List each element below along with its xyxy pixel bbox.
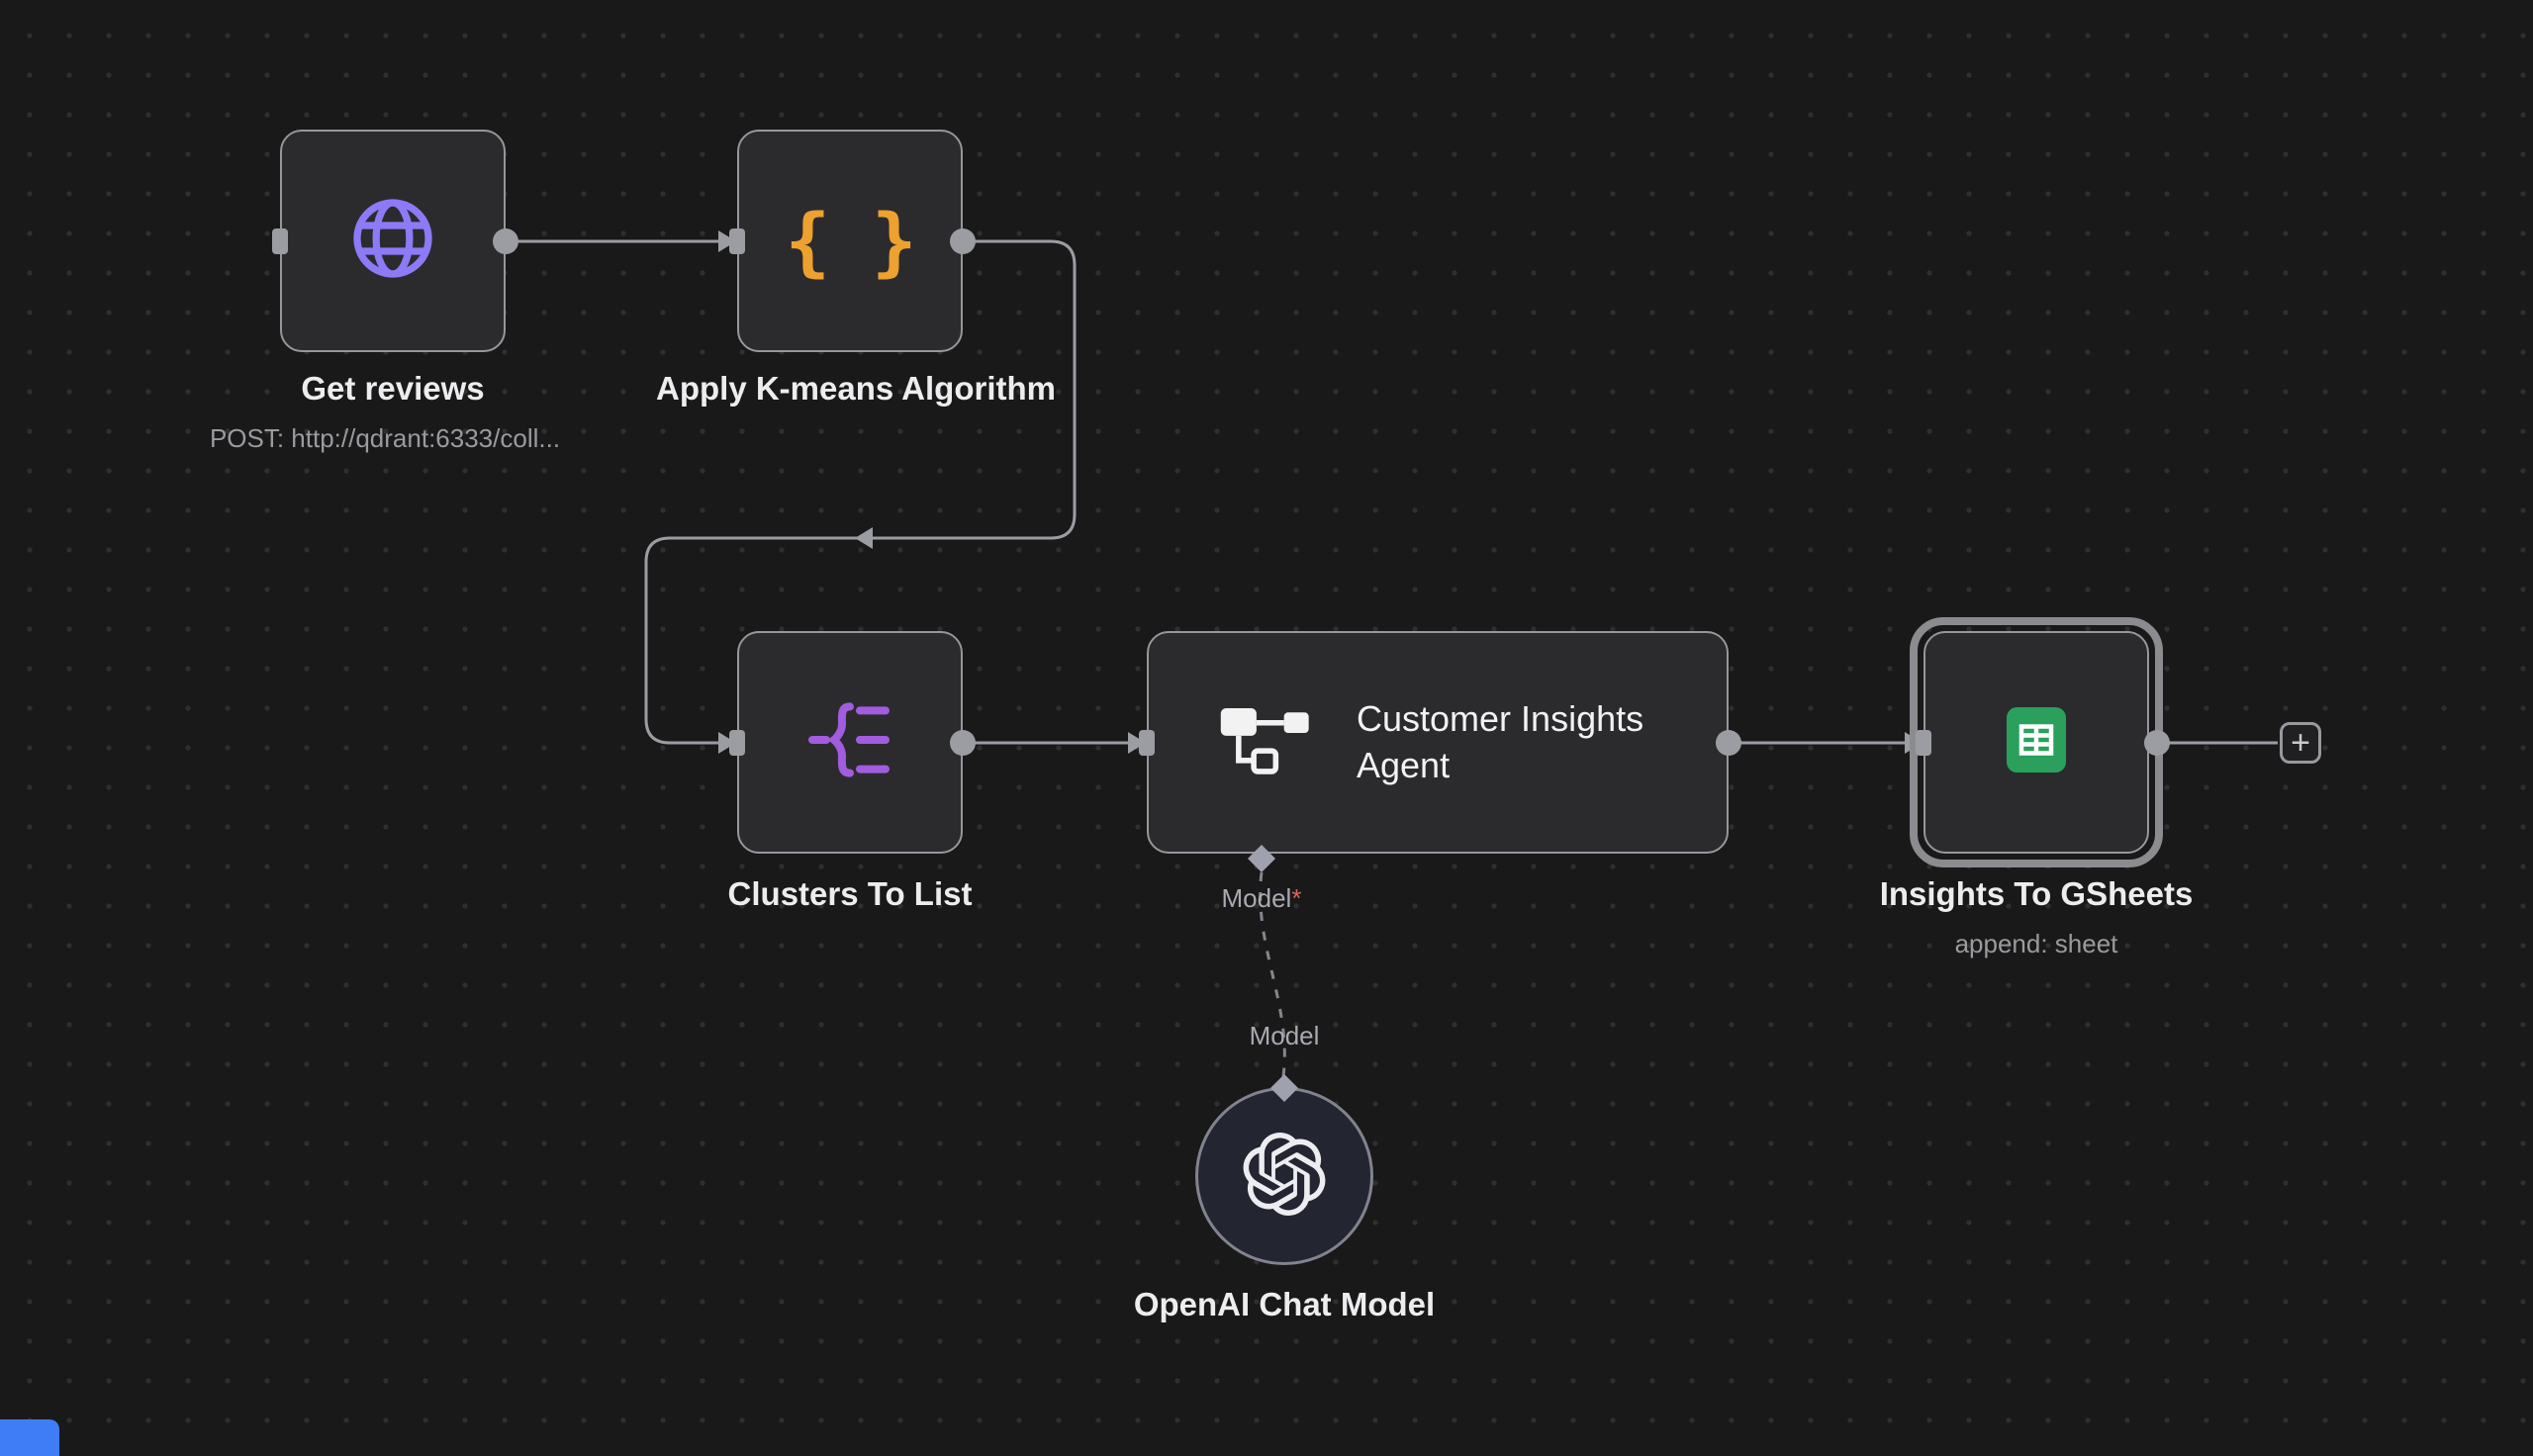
arrowhead-into-agent (1128, 732, 1146, 754)
input-port-get-reviews[interactable] (272, 228, 288, 254)
output-port-kmeans[interactable] (950, 228, 976, 254)
model-port-diamond-openai[interactable] (1270, 1074, 1298, 1102)
google-sheets-icon (2001, 704, 2072, 780)
node-sublabel-gsheets: append: sheet (1954, 929, 2118, 958)
agent-flow-icon (1218, 701, 1317, 783)
required-marker: * (1291, 883, 1302, 913)
output-port-clusters[interactable] (950, 730, 976, 756)
openai-model-port-label: Model (1249, 1021, 1320, 1050)
list-split-icon (802, 692, 897, 792)
model-port-diamond-agent[interactable] (1248, 845, 1275, 872)
output-port-gsheets[interactable] (2144, 730, 2170, 756)
node-label-kmeans: Apply K-means Algorithm (656, 370, 1056, 407)
add-node-button[interactable]: + (2280, 722, 2321, 764)
agent-model-port-label: Model* (1221, 883, 1302, 913)
input-port-kmeans[interactable] (729, 228, 745, 254)
node-get-reviews[interactable] (280, 130, 506, 352)
node-insights-to-gsheets[interactable] (1923, 631, 2149, 854)
arrowhead-into-kmeans (718, 230, 736, 252)
arrowhead-into-clusters (718, 732, 736, 754)
node-label-get-reviews: Get reviews (301, 370, 485, 407)
node-label-openai: OpenAI Chat Model (1133, 1286, 1436, 1322)
agent-node-title: Customer Insights Agent (1357, 697, 1644, 785)
curly-braces-icon: { } (785, 196, 916, 285)
output-port-get-reviews[interactable] (493, 228, 518, 254)
openai-icon (1243, 1132, 1326, 1221)
node-label-gsheets: Insights To GSheets (1879, 875, 2194, 912)
input-port-agent[interactable] (1139, 730, 1155, 756)
node-sublabel-get-reviews: POST: http://qdrant:6333/coll... (209, 423, 561, 453)
node-apply-kmeans[interactable]: { } (737, 130, 963, 352)
input-port-clusters[interactable] (729, 730, 745, 756)
input-port-gsheets[interactable] (1916, 730, 1931, 756)
arrowhead-mid-loop-left (855, 527, 873, 549)
node-clusters-to-list[interactable] (737, 631, 963, 854)
globe-icon (347, 193, 438, 289)
node-label-clusters: Clusters To List (727, 875, 973, 912)
output-port-agent[interactable] (1716, 730, 1741, 756)
bottom-left-accent-button[interactable] (0, 1419, 59, 1456)
connection-openai-agent-model (1259, 871, 1286, 1077)
